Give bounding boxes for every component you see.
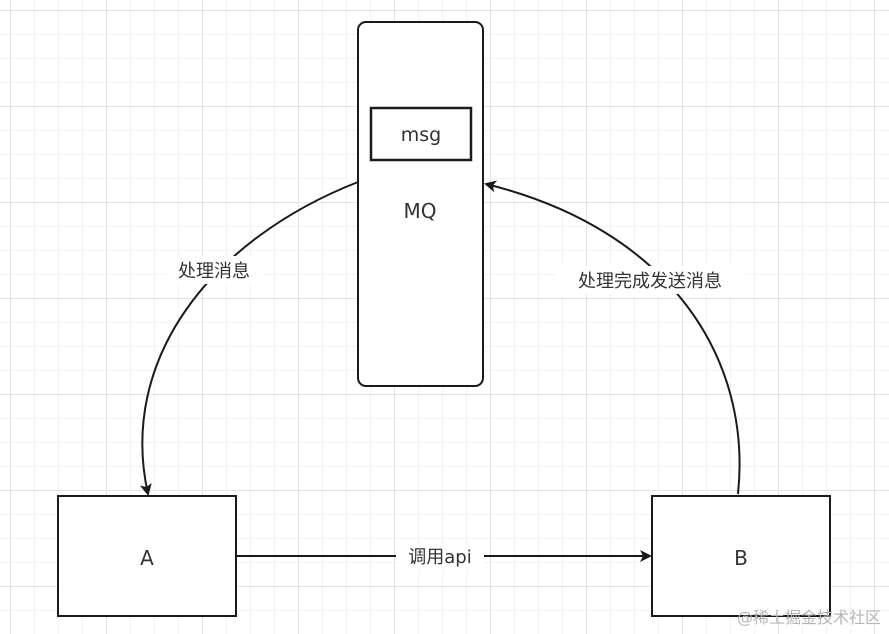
node-a[interactable]: A [57,495,237,617]
edge-a-to-b[interactable]: 调用api [236,544,652,570]
edge-a-to-b-label: 调用api [408,547,471,568]
node-b-box [651,495,831,617]
edge-b-to-mq-path [484,180,741,495]
node-a-label: A [140,546,154,570]
node-b[interactable]: B [651,495,831,617]
edge-mq-to-a[interactable]: 处理消息 [139,181,359,496]
node-a-box [57,495,237,617]
msg-box [369,106,473,162]
mq-node[interactable]: MQ [357,21,484,387]
edge-mq-to-a-label: 处理消息 [178,261,250,282]
msg-node[interactable]: msg [369,106,473,162]
edge-b-to-mq-label: 处理完成发送消息 [578,271,722,292]
watermark: @稀土掘金技术社区 [736,608,881,627]
edge-mq-to-a-path [139,181,359,496]
node-b-label: B [734,546,748,570]
edge-a-to-b-label-bg [396,544,484,570]
msg-label: msg [401,124,441,146]
edge-b-to-mq[interactable]: 处理完成发送消息 [484,180,745,495]
edge-mq-to-a-label-bg [166,256,262,284]
mq-label: MQ [404,199,437,223]
edge-b-to-mq-label-bg [555,266,745,294]
